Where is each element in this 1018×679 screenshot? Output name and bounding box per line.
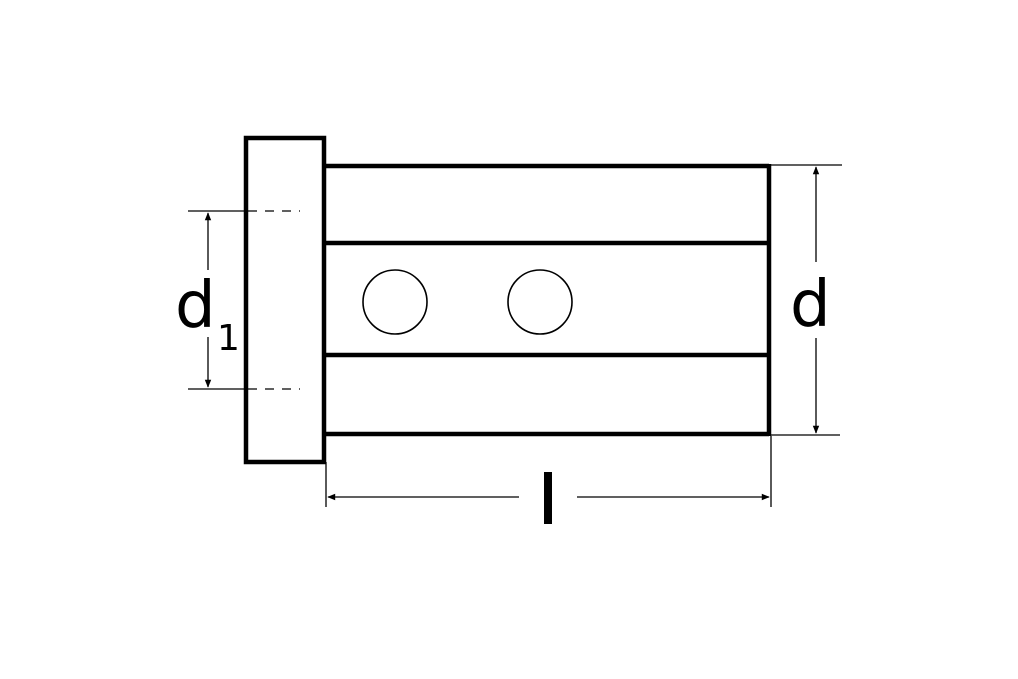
dimension-d: d: [771, 164, 842, 436]
dimension-l: l: [0, 0, 772, 524]
dimension-d1: d 1: [175, 210, 300, 390]
flange: [243, 135, 327, 465]
cross-hole-1: [362, 269, 428, 335]
cross-hole-2: [507, 269, 573, 335]
label-d: d: [790, 268, 831, 342]
label-l: [544, 472, 552, 524]
label-d1: d: [175, 269, 216, 343]
label-l-text: l: [0, 0, 1, 1]
label-d1-subscript: 1: [217, 318, 240, 359]
body: [324, 163, 772, 437]
